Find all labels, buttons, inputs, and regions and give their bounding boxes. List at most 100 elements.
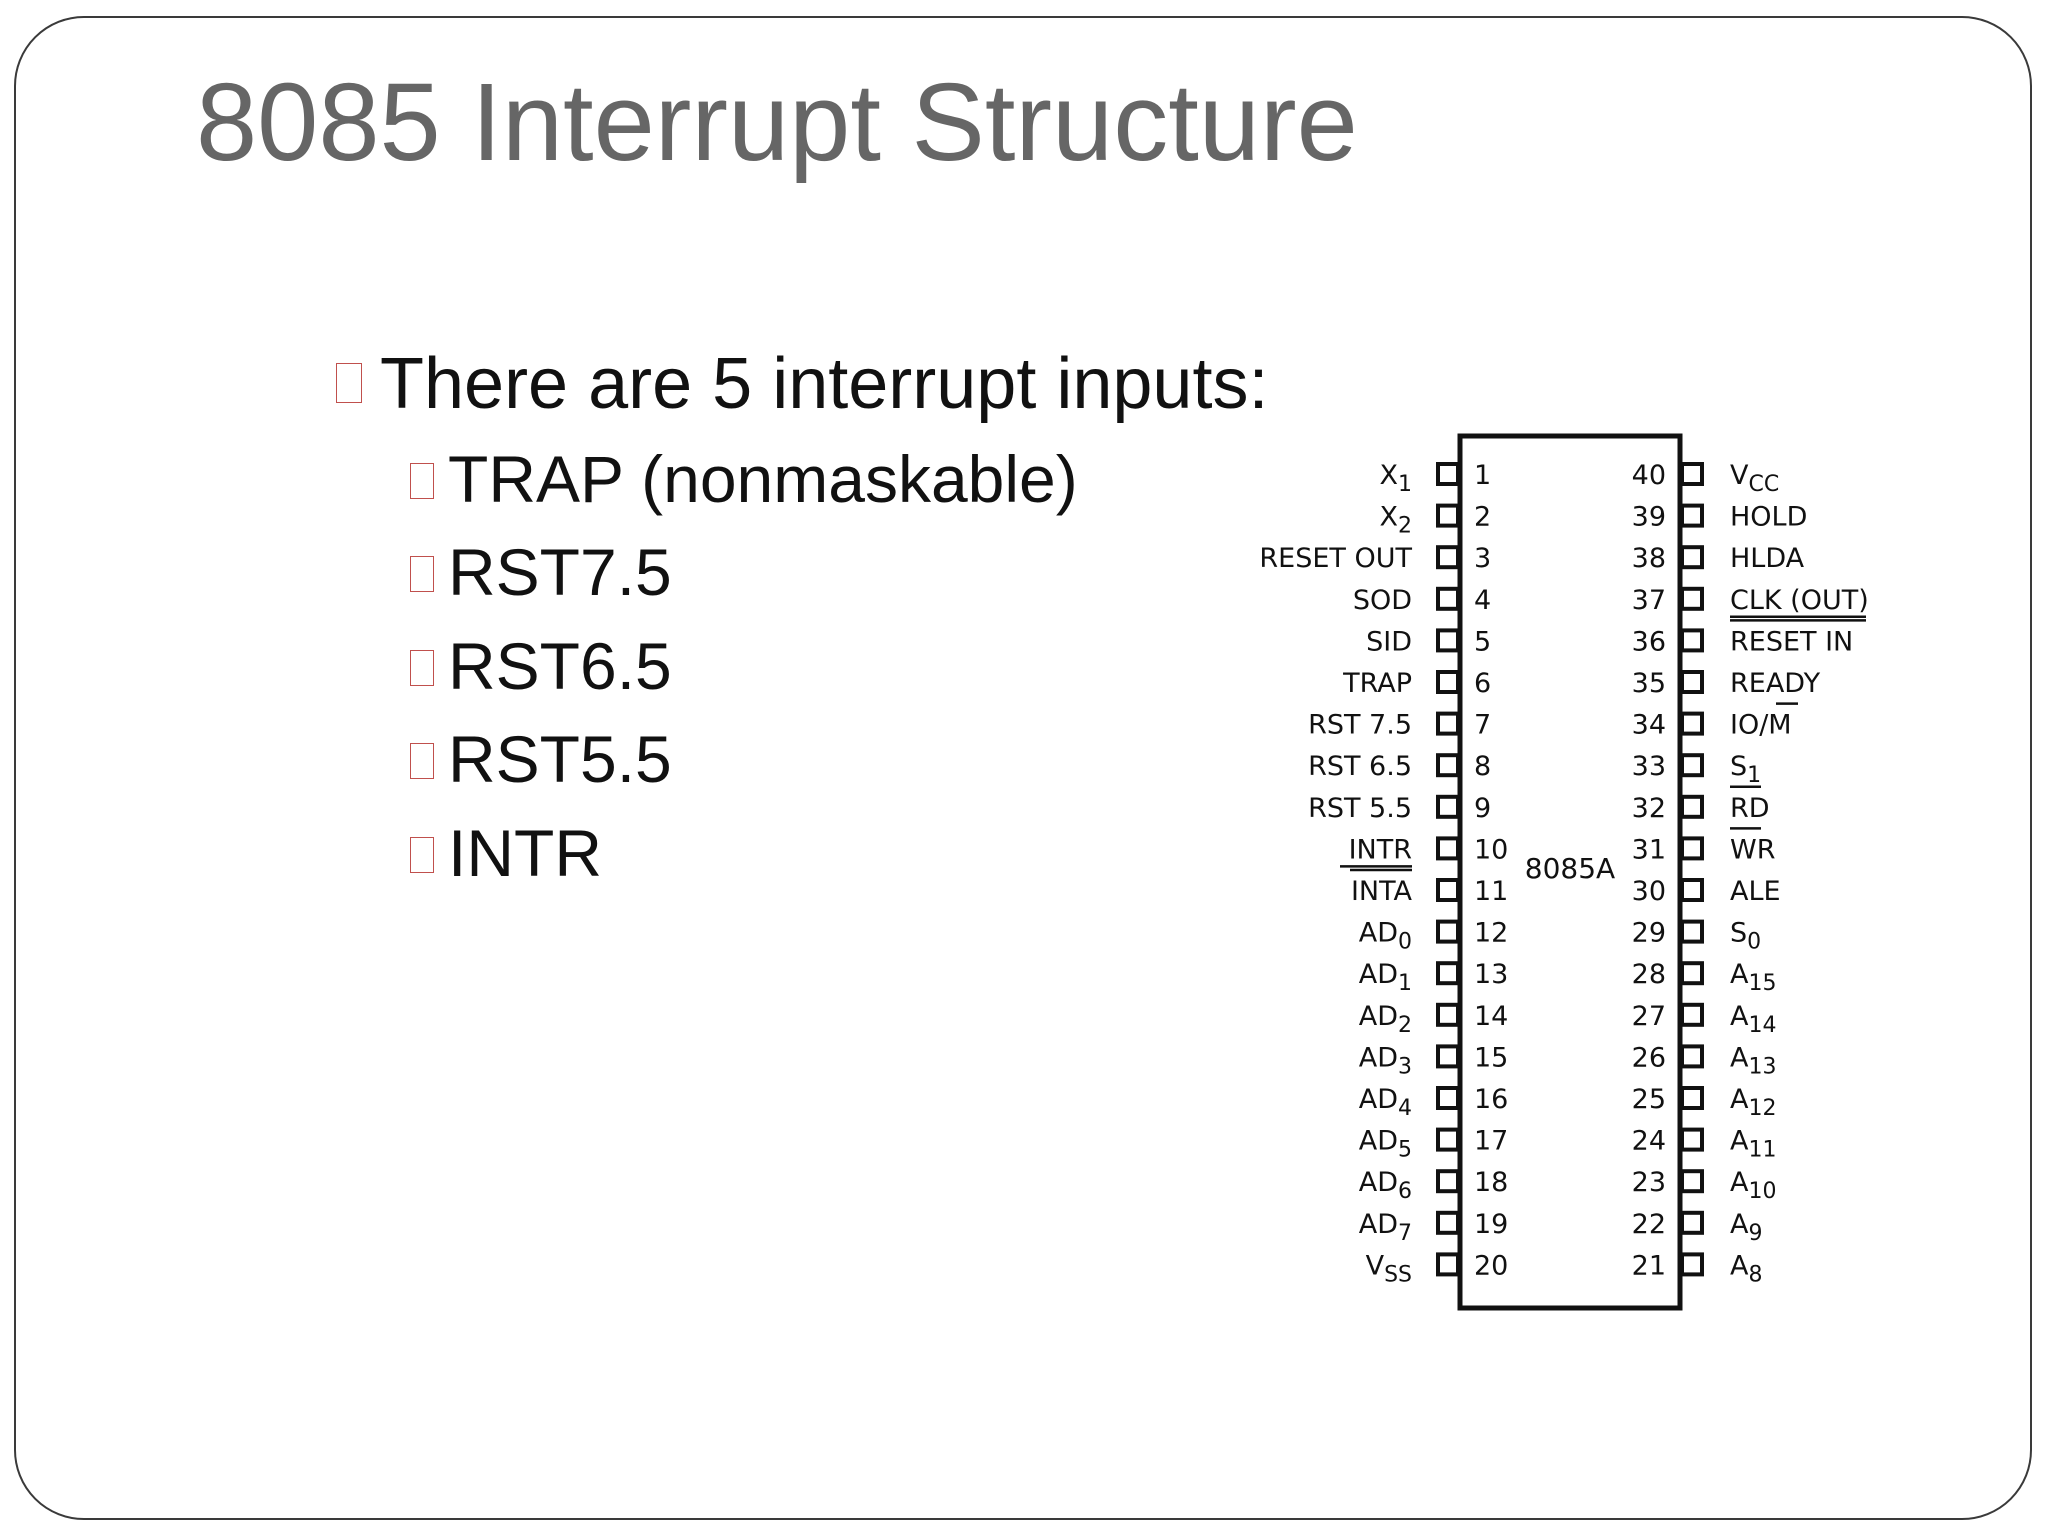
- pin-number: 27: [1632, 1001, 1666, 1032]
- pin-name: AD: [1359, 1001, 1398, 1032]
- pin-subscript: 2: [1398, 514, 1412, 539]
- pin-name: IO/M: [1730, 710, 1792, 741]
- pin-pad: [1680, 878, 1704, 902]
- pin-name: ALE: [1730, 876, 1781, 907]
- pin-name: S: [1730, 751, 1747, 782]
- pin-number: 11: [1474, 876, 1508, 907]
- pin-subscript: 3: [1398, 1054, 1412, 1079]
- pin-pad: [1680, 1210, 1704, 1235]
- pin-subscript: 9: [1748, 1221, 1762, 1246]
- pin-subscript: 10: [1748, 1179, 1776, 1204]
- pin-subscript: 1: [1398, 472, 1412, 497]
- pin-pad: [1680, 462, 1704, 486]
- pin-number: 22: [1632, 1209, 1666, 1240]
- pin-number: 32: [1632, 793, 1666, 824]
- list-item-intr: INTR: [410, 814, 602, 892]
- intro-text: There are 5 interrupt inputs:: [380, 344, 1269, 424]
- pin-34: 34 IO/M: [1632, 702, 1798, 741]
- list-item-label: INTR: [448, 816, 602, 890]
- pin-29: 29 S0: [1632, 918, 1762, 955]
- pin-number: 31: [1632, 834, 1666, 865]
- pin-label: AD6: [1359, 1167, 1412, 1204]
- pin-subscript: 4: [1398, 1096, 1412, 1121]
- pin-label: RST 5.5: [1308, 793, 1412, 824]
- pin-subscript: 0: [1747, 930, 1761, 955]
- pin-label: TRAP: [1342, 668, 1412, 699]
- pin-pad: [1436, 503, 1460, 528]
- pin-number: 1: [1474, 460, 1491, 491]
- list-item-label: RST7.5: [448, 535, 672, 609]
- pin-name: X: [1380, 460, 1399, 491]
- pin-number: 10: [1474, 834, 1508, 865]
- pin-pad: [1680, 919, 1704, 944]
- pin-label: RST 7.5: [1308, 710, 1412, 741]
- chip-body: [1457, 433, 1683, 1311]
- pin-number: 19: [1474, 1209, 1508, 1240]
- pin-pad: [1680, 1002, 1704, 1027]
- pin-pad: [1436, 753, 1460, 778]
- square-bullet-icon: [410, 462, 434, 499]
- pin-name: A: [1730, 1042, 1749, 1073]
- pin-pad: [1436, 462, 1460, 486]
- pin-pad: [1436, 1210, 1460, 1235]
- pin-name: V: [1730, 460, 1749, 491]
- pin-number: 16: [1474, 1084, 1508, 1115]
- pin-number: 15: [1474, 1042, 1508, 1073]
- pin-label: SOD: [1353, 585, 1412, 616]
- pin-label: A9: [1730, 1209, 1762, 1246]
- pin-1: 1X1: [1380, 460, 1492, 497]
- pin-16: 16 AD4: [1359, 1084, 1509, 1121]
- pin-number: 18: [1474, 1167, 1508, 1198]
- pin-pad: [1680, 545, 1704, 570]
- pin-number: 29: [1632, 918, 1666, 949]
- pin-name: SOD: [1353, 585, 1412, 616]
- pin-name: RD: [1730, 793, 1770, 824]
- list-item-label: TRAP (nonmaskable): [448, 442, 1078, 516]
- pin-label: VCC: [1730, 460, 1779, 497]
- pin-18: 18 AD6: [1359, 1167, 1509, 1204]
- pin-name: RST 7.5: [1308, 710, 1412, 741]
- pin-pad: [1436, 670, 1460, 694]
- pin-label: AD2: [1359, 1001, 1412, 1038]
- pin-number: 4: [1474, 585, 1491, 616]
- pin-number: 30: [1632, 876, 1666, 907]
- pin-subscript: 5: [1398, 1138, 1412, 1163]
- pin-name: READY: [1730, 668, 1821, 699]
- pin-name: AD: [1359, 959, 1398, 990]
- pin-subscript: 11: [1748, 1138, 1776, 1163]
- pin-subscript: SS: [1384, 1262, 1412, 1287]
- pin-name: WR: [1730, 834, 1775, 865]
- pin-label: READY: [1730, 668, 1821, 699]
- pin-pad: [1436, 1252, 1460, 1277]
- pin-pad: [1680, 753, 1704, 778]
- pin-name: TRAP: [1342, 668, 1412, 699]
- pin-label: INTR: [1349, 834, 1412, 865]
- intro-bullet: There are 5 interrupt inputs:: [336, 342, 1268, 426]
- pin-pad: [1680, 1169, 1704, 1194]
- pin-number: 34: [1632, 710, 1666, 741]
- pin-name: AD: [1359, 918, 1398, 949]
- pin-subscript: 13: [1748, 1054, 1776, 1079]
- pin-label: AD4: [1359, 1084, 1412, 1121]
- pin-pad: [1436, 1169, 1460, 1194]
- pin-pad: [1680, 794, 1704, 819]
- pin-label: X2: [1380, 502, 1413, 539]
- pin-label: S0: [1730, 918, 1761, 955]
- square-bullet-icon: [410, 555, 434, 592]
- pin-number: 13: [1474, 959, 1508, 990]
- pin-name: A: [1730, 1209, 1749, 1240]
- pin-name: A: [1730, 1001, 1749, 1032]
- pin-pad: [1680, 586, 1704, 611]
- pin-pad: [1680, 628, 1704, 653]
- pin-name: HLDA: [1730, 543, 1805, 574]
